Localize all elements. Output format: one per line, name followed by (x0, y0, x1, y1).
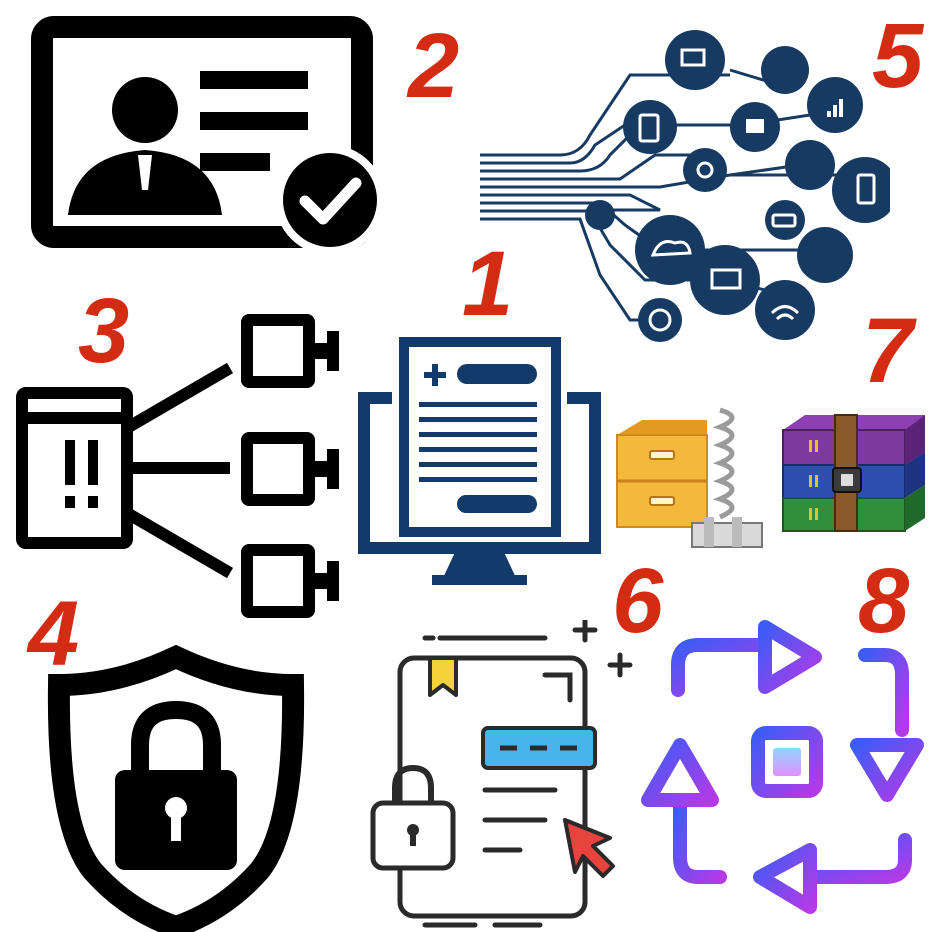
number-5: 5 (872, 5, 924, 107)
number-1: 1 (462, 233, 514, 335)
number-2: 2 (408, 15, 460, 117)
number-3: 3 (78, 280, 130, 382)
secure-document-icon (365, 620, 645, 932)
shield-lock-icon (45, 645, 307, 932)
zip-compression-icon (612, 405, 772, 553)
monitor-document-icon (352, 330, 607, 592)
winrar-archive-icon (775, 410, 933, 538)
id-card-verified-icon (30, 15, 405, 260)
number-4: 4 (28, 583, 80, 685)
connected-devices-icon (480, 15, 890, 345)
number-7: 7 (862, 300, 914, 402)
number-6: 6 (612, 550, 664, 652)
network-hub-icon (10, 298, 355, 638)
cycle-arrows-icon (640, 615, 932, 932)
number-8: 8 (858, 550, 910, 652)
